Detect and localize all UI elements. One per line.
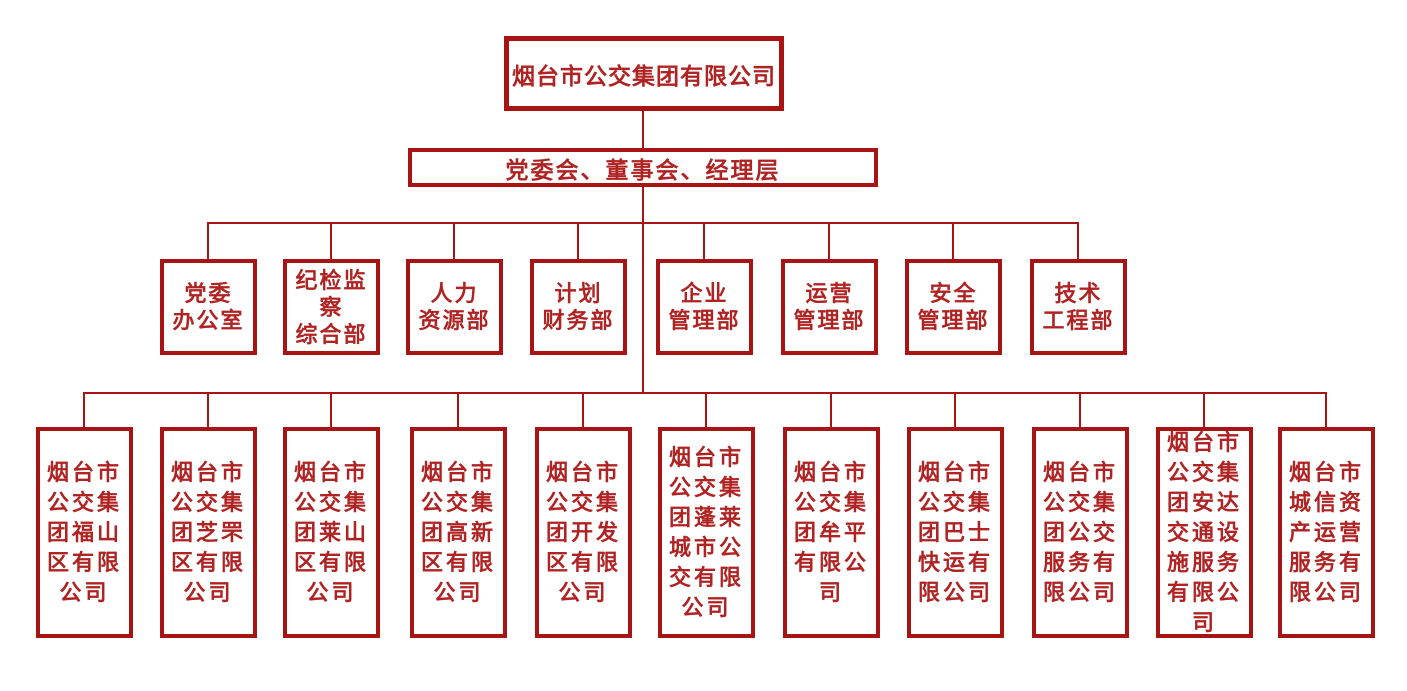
connector-drop-dept-2 bbox=[330, 223, 332, 259]
connector-drop-sub-6 bbox=[705, 392, 707, 427]
connector-main-trunk bbox=[642, 187, 644, 393]
subsidiary-box-bus-service: 烟台市 公交集 团公交 服务有 限公司 bbox=[1032, 427, 1129, 638]
connector-drop-dept-5 bbox=[703, 223, 705, 259]
connector-drop-sub-4 bbox=[457, 392, 459, 427]
connector-root-trunk bbox=[642, 111, 644, 148]
root-company-box: 烟台市公交集团有限公司 bbox=[504, 36, 784, 111]
department-box-operations-mgmt: 运营 管理部 bbox=[781, 259, 878, 355]
governance-box: 党委会、董事会、经理层 bbox=[408, 148, 878, 187]
department-box-hr: 人力 资源部 bbox=[406, 259, 503, 355]
subsidiary-box-laishan: 烟台市 公交集 团莱山 区有限 公司 bbox=[283, 427, 380, 638]
connector-drop-dept-3 bbox=[453, 223, 455, 259]
subsidiary-box-fushan: 烟台市 公交集 团福山 区有限 公司 bbox=[36, 427, 133, 638]
connector-drop-sub-1 bbox=[83, 392, 85, 427]
connector-drop-sub-10 bbox=[1203, 392, 1205, 427]
connector-drop-sub-8 bbox=[954, 392, 956, 427]
connector-drop-dept-1 bbox=[207, 223, 209, 259]
subsidiary-box-muping: 烟台市 公交集 团牟平 有限公 司 bbox=[783, 427, 880, 638]
department-box-discipline: 纪检监 察 综合部 bbox=[283, 259, 380, 355]
department-box-party-office: 党委 办公室 bbox=[160, 259, 257, 355]
subsidiary-box-penglai: 烟台市 公交集 团蓬莱 城市公 交有限 公司 bbox=[658, 427, 755, 638]
subsidiary-box-bus-express: 烟台市 公交集 团巴士 快运有 限公司 bbox=[907, 427, 1004, 638]
subsidiary-box-chengxin: 烟台市 城信资 产运营 服务有 限公司 bbox=[1278, 427, 1375, 638]
department-box-enterprise-mgmt: 企业 管理部 bbox=[656, 259, 753, 355]
connector-drop-sub-7 bbox=[830, 392, 832, 427]
subsidiary-box-kaifa: 烟台市 公交集 团开发 区有限 公司 bbox=[535, 427, 632, 638]
connector-drop-sub-3 bbox=[330, 392, 332, 427]
connector-drop-sub-9 bbox=[1079, 392, 1081, 427]
subsidiary-box-gaoxin: 烟台市 公交集 团高新 区有限 公司 bbox=[410, 427, 507, 638]
department-box-safety-mgmt: 安全 管理部 bbox=[905, 259, 1002, 355]
connector-drop-dept-6 bbox=[828, 223, 830, 259]
department-box-tech-engineering: 技术 工程部 bbox=[1030, 259, 1127, 355]
connector-drop-sub-11 bbox=[1325, 392, 1327, 427]
subsidiary-box-zhifu: 烟台市 公交集 团芝罘 区有限 公司 bbox=[160, 427, 257, 638]
connector-drop-sub-5 bbox=[582, 392, 584, 427]
department-box-finance: 计划 财务部 bbox=[530, 259, 627, 355]
subsidiary-box-anda: 烟台市 公交集 团安达 交通设 施服务 有限公 司 bbox=[1156, 427, 1253, 638]
connector-drop-sub-2 bbox=[207, 392, 209, 427]
connector-drop-dept-7 bbox=[952, 223, 954, 259]
connector-drop-dept-4 bbox=[577, 223, 579, 259]
connector-drop-dept-8 bbox=[1077, 223, 1079, 259]
connector-departments-rail bbox=[207, 222, 1079, 224]
